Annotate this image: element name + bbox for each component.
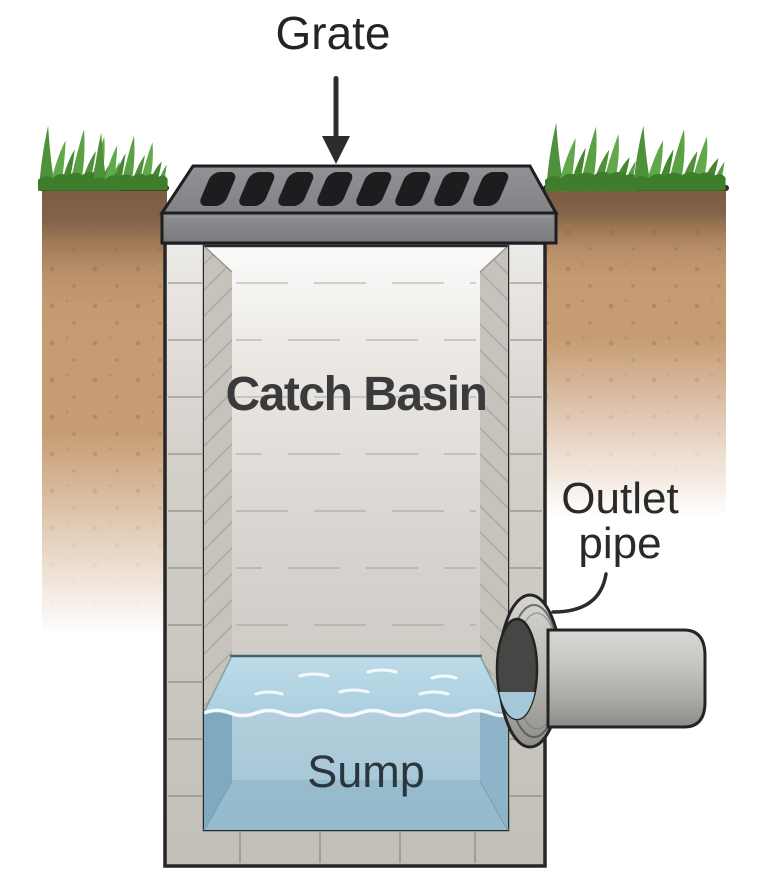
sump-label: Sump: [307, 746, 425, 797]
outlet-pipe-label: Outlet pipe: [561, 474, 679, 568]
grate-graphic: [159, 164, 559, 245]
grate-label: Grate: [275, 7, 391, 59]
soil-left: [42, 189, 167, 659]
pipe-body: [546, 628, 707, 729]
grate-arrow: [322, 76, 350, 164]
leader-line: [551, 572, 608, 614]
sump-water: [203, 654, 509, 831]
grate-slots: [200, 172, 509, 206]
outlet-pipe-graphic: [495, 593, 707, 749]
grass-left: [38, 125, 168, 191]
soil-right: [545, 189, 726, 545]
catch-basin-label: Catch Basin: [225, 368, 488, 421]
grass-right: [545, 122, 726, 192]
